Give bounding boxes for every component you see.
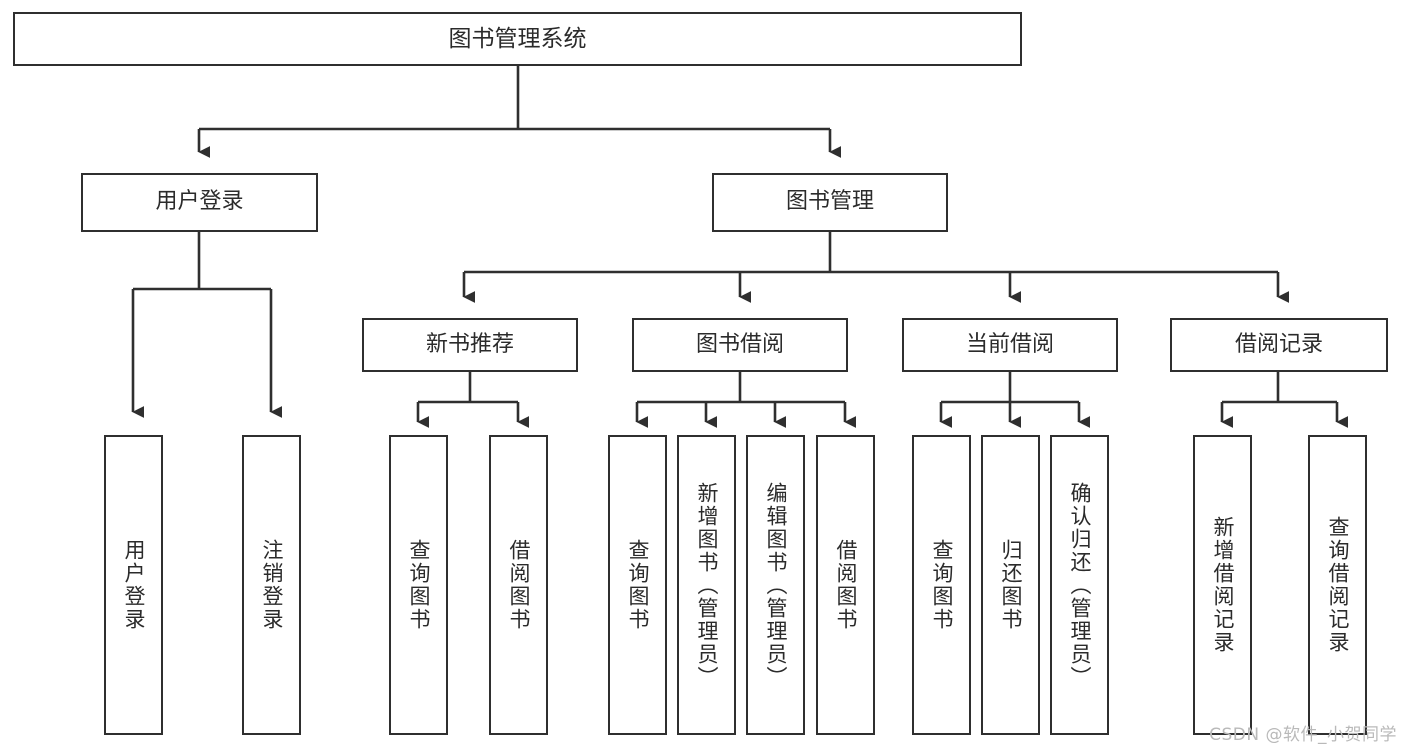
node-root-book-management-system[interactable]: 图书管理系统 [13,12,1022,66]
node-borrowing-record[interactable]: 借阅记录 [1170,318,1388,372]
node-label: 注销登录 [260,539,284,631]
leaf-user-login-logout[interactable]: 注销登录 [242,435,301,735]
node-label: 图书管理系统 [448,25,587,52]
leaf-new-book-query[interactable]: 查询图书 [389,435,448,735]
node-label: 归还图书 [999,539,1023,631]
node-new-book-recommendation[interactable]: 新书推荐 [362,318,578,372]
node-label: 查询借阅记录 [1326,516,1350,654]
node-label: 图书管理 [785,189,874,215]
leaf-current-return-book[interactable]: 归还图书 [981,435,1040,735]
node-label: 查询图书 [930,539,954,631]
node-label: 新书推荐 [425,331,514,357]
node-label: 查询图书 [626,539,650,631]
node-label: 借阅图书 [834,539,858,631]
leaf-new-book-borrow[interactable]: 借阅图书 [489,435,548,735]
node-current-borrowing[interactable]: 当前借阅 [902,318,1118,372]
node-label: 确认归还（管理员） [1068,481,1092,689]
node-label: 查询图书 [407,539,431,631]
node-label: 用户登录 [122,539,146,631]
leaf-record-query-record[interactable]: 查询借阅记录 [1308,435,1367,735]
leaf-record-add-record[interactable]: 新增借阅记录 [1193,435,1252,735]
node-label: 当前借阅 [965,331,1054,357]
node-label: 编辑图书（管理员） [764,481,788,689]
node-label: 图书借阅 [695,331,784,357]
node-book-borrowing[interactable]: 图书借阅 [632,318,848,372]
node-label: 新增借阅记录 [1211,516,1235,654]
leaf-borrow-borrow-book[interactable]: 借阅图书 [816,435,875,735]
leaf-user-login-login[interactable]: 用户登录 [104,435,163,735]
node-user-login[interactable]: 用户登录 [81,173,318,232]
node-label: 借阅记录 [1234,331,1323,357]
leaf-current-query-book[interactable]: 查询图书 [912,435,971,735]
node-label: 新增图书（管理员） [695,481,719,689]
node-book-management[interactable]: 图书管理 [712,173,948,232]
node-label: 借阅图书 [507,539,531,631]
leaf-borrow-add-book-admin[interactable]: 新增图书（管理员） [677,435,736,735]
leaf-current-confirm-return-admin[interactable]: 确认归还（管理员） [1050,435,1109,735]
leaf-borrow-query-book[interactable]: 查询图书 [608,435,667,735]
node-label: 用户登录 [155,189,244,215]
leaf-borrow-edit-book-admin[interactable]: 编辑图书（管理员） [746,435,805,735]
